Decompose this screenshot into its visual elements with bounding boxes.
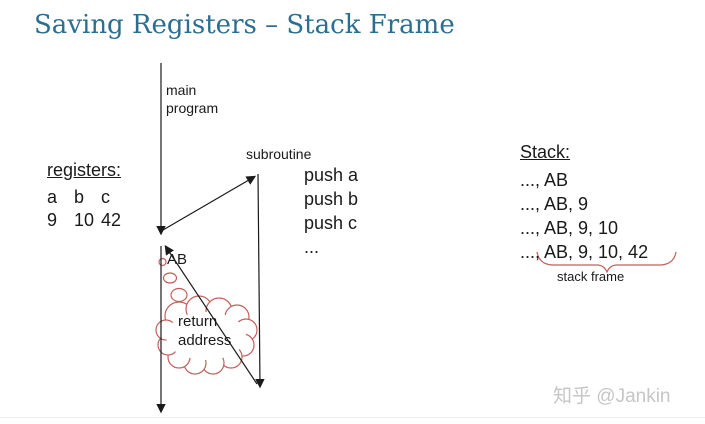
thought-cloud-shape [155, 295, 258, 375]
return-arrow [164, 245, 258, 385]
slide-title: Saving Registers – Stack Frame [34, 10, 455, 40]
register-value: 42 [101, 209, 122, 230]
return-address-label: return address [178, 313, 232, 349]
stack-panel: Stack: ..., AB ..., AB, 9 ..., AB, 9, 10… [520, 142, 648, 264]
stack-heading: Stack: [520, 142, 571, 162]
register-names-row: a b c [47, 186, 131, 209]
watermark: 知乎 @Jankin [553, 386, 671, 407]
code-line: push c [304, 213, 358, 233]
register-values-row: 9 10 42 [47, 209, 131, 232]
stack-state-line: ..., AB [520, 169, 569, 190]
register-name: b [74, 186, 85, 207]
stack-frame-brace [536, 251, 677, 274]
registers-panel: registers: a b c 9 10 42 [47, 160, 131, 232]
subroutine-label: subroutine [246, 146, 312, 162]
register-value: 10 [74, 209, 95, 230]
subroutine-code: push a push b push c ... [304, 163, 358, 259]
code-line: push b [304, 189, 359, 209]
call-arrow [162, 175, 257, 231]
register-value: 9 [47, 209, 58, 230]
register-name: a [47, 186, 58, 207]
stack-state-line: ..., AB, 9 [520, 193, 589, 214]
return-point-label: AB [167, 251, 188, 268]
stack-frame-label: stack frame [557, 269, 625, 284]
stack-state-line: ..., AB, 9, 10 [520, 217, 619, 238]
code-line: push a [304, 165, 359, 185]
register-name: c [101, 186, 110, 207]
code-line: ... [304, 237, 320, 257]
registers-heading: registers: [47, 160, 122, 180]
subroutine-line [255, 173, 265, 389]
stack-state-line: ..., AB, 9, 10, 42 [520, 241, 649, 262]
slide-bottom-edge [0, 417, 705, 418]
main-program-label: main program [166, 82, 219, 116]
